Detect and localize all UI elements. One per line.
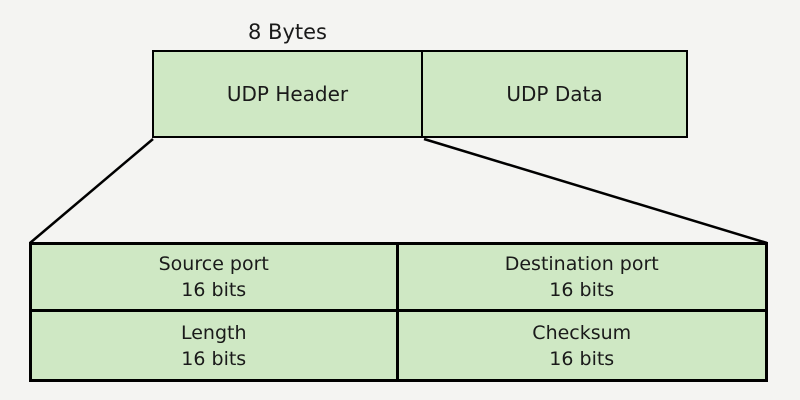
field-cell-destination-port: Destination port 16 bits [398,245,765,312]
expansion-line-right [423,137,768,245]
field-size: 16 bits [181,279,247,301]
field-cell-length: Length 16 bits [32,312,399,379]
udp-header-label: UDP Header [226,82,349,106]
field-size: 16 bits [181,347,247,370]
udp-data-label: UDP Data [506,82,603,106]
byte-size-label: 8 Bytes [248,20,327,44]
field-cell-checksum: Checksum 16 bits [399,312,766,379]
field-size: 16 bits [549,279,615,301]
field-name: Length [180,321,247,344]
field-size: 16 bits [549,347,615,370]
expansion-line-left [29,138,154,244]
field-name: Destination port [504,253,659,275]
udp-header-fields-table: Source port 16 bits Destination port 16 … [29,242,768,382]
udp-packet-row: UDP Header UDP Data [152,50,688,138]
udp-data-box: UDP Data [423,50,688,138]
udp-header-box: UDP Header [152,50,423,138]
field-name: Checksum [532,321,632,344]
field-cell-source-port: Source port 16 bits [32,245,399,312]
field-name: Source port [158,253,269,275]
